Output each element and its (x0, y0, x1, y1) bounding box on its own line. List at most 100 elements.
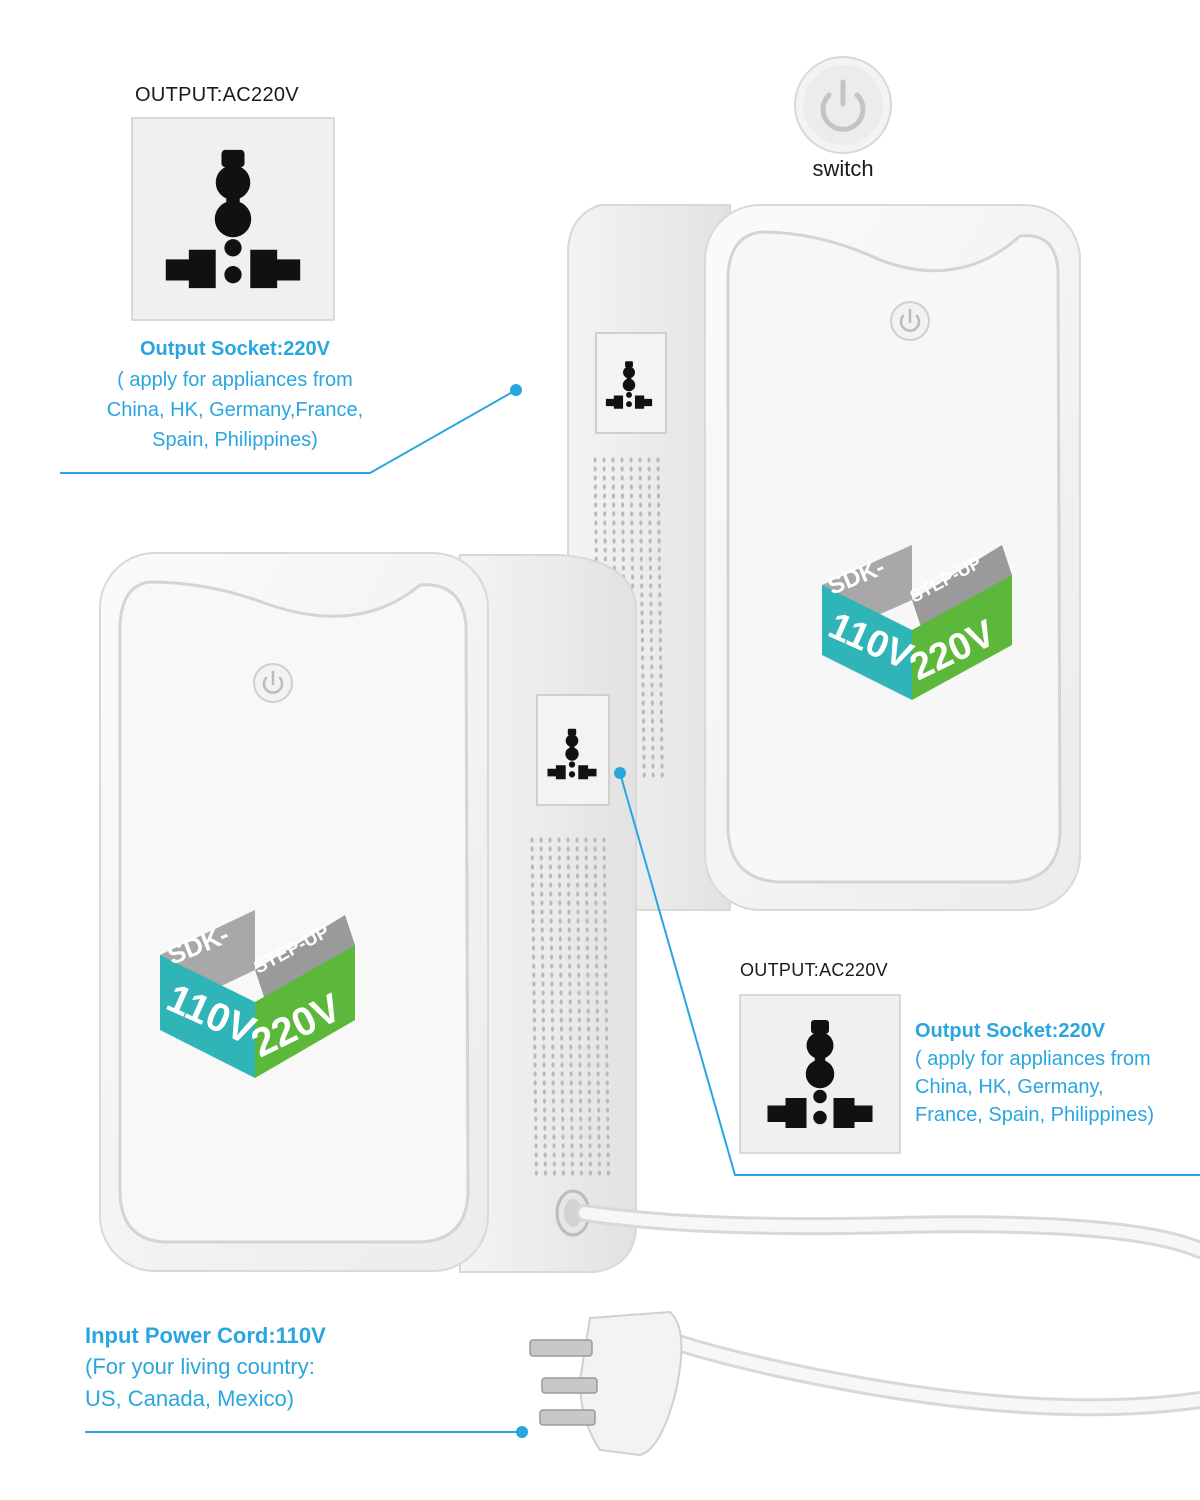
vent-hole (640, 583, 644, 589)
vent-hole (586, 990, 590, 996)
vent-hole (639, 538, 643, 544)
vent-hole (649, 610, 653, 616)
vent-hole (650, 664, 654, 670)
vent-hole (641, 700, 645, 706)
vent-hole (594, 909, 598, 915)
vent-hole (648, 556, 652, 562)
vent-hole (649, 637, 654, 643)
vent-hole (585, 936, 589, 942)
vent-hole (597, 1134, 601, 1140)
switch-icon (794, 56, 892, 154)
vent-hole (533, 1044, 537, 1050)
vent-hole (579, 1152, 583, 1158)
vent-hole (587, 1071, 591, 1077)
vent-hole (657, 565, 662, 571)
vent-hole (558, 945, 563, 951)
vent-hole (533, 1035, 537, 1041)
vent-hole (587, 1080, 591, 1086)
vent-hole (551, 1071, 555, 1077)
vent-hole (660, 772, 664, 778)
vent-hole (543, 1161, 547, 1167)
vent-hole (577, 999, 581, 1005)
vent-hole (648, 565, 653, 571)
front-power-button[interactable] (253, 663, 293, 703)
vent-hole (603, 900, 607, 906)
vent-hole (533, 1089, 537, 1095)
vent-hole (566, 855, 570, 861)
vent-hole (577, 990, 581, 996)
front-converter (99, 552, 637, 1273)
vent-hole (595, 1026, 600, 1032)
vent-hole (559, 990, 563, 996)
vent-hole (593, 846, 597, 852)
vent-hole (597, 1161, 601, 1167)
vent-hole (611, 484, 615, 490)
vent-hole (596, 1080, 600, 1086)
vent-hole (567, 945, 572, 951)
vent-hole (569, 1035, 573, 1041)
vent-hole (584, 837, 588, 843)
vent-hole (640, 646, 645, 652)
front-side-socket (536, 694, 610, 806)
vent-hole (595, 1017, 600, 1023)
vent-hole (650, 691, 654, 697)
vent-hole (567, 936, 571, 942)
vent-hole (658, 646, 663, 652)
vent-hole (648, 529, 652, 535)
vent-hole (606, 1170, 611, 1176)
vent-hole (612, 556, 616, 562)
vent-hole (593, 475, 597, 481)
vent-hole (586, 1008, 590, 1014)
vent-hole (594, 882, 598, 888)
vent-hole (659, 700, 663, 706)
vent-hole (560, 1044, 564, 1050)
vent-hole (641, 673, 645, 679)
vent-hole (639, 520, 643, 526)
vent-hole (531, 891, 535, 897)
vent-hole (560, 1098, 565, 1104)
vent-hole (568, 1026, 573, 1032)
vent-hole (531, 918, 535, 924)
vent-hole (533, 1062, 537, 1068)
vent-hole (659, 655, 663, 661)
vent-hole (649, 628, 653, 634)
vent-hole (650, 682, 654, 688)
vent-hole (603, 891, 607, 897)
vent-hole (551, 1080, 555, 1086)
vent-hole (588, 1152, 592, 1158)
vent-hole (595, 1008, 599, 1014)
vent-hole (549, 954, 554, 960)
vent-hole (612, 511, 616, 517)
vent-hole (570, 1107, 574, 1113)
vent-hole (586, 1017, 591, 1023)
vent-hole (603, 954, 608, 960)
vent-hole (576, 927, 580, 933)
vent-hole (570, 1161, 574, 1167)
vent-hole (593, 493, 598, 499)
vent-hole (548, 864, 552, 870)
cord-port (555, 1189, 591, 1237)
vent-hole (558, 900, 562, 906)
vent-hole (575, 873, 580, 879)
vent-hole (603, 909, 607, 915)
vent-hole (602, 864, 606, 870)
vent-hole (594, 900, 598, 906)
vent-hole (560, 1035, 564, 1041)
vent-hole (550, 981, 554, 987)
vent-hole (639, 574, 644, 580)
vent-hole (549, 891, 553, 897)
vent-hole (605, 1062, 609, 1068)
vent-hole (594, 547, 598, 553)
vent-hole (660, 727, 664, 733)
vent-hole (621, 547, 625, 553)
vent-hole (642, 736, 646, 742)
vent-hole (567, 909, 571, 915)
back-power-button[interactable] (890, 301, 930, 341)
vent-hole (596, 1035, 600, 1041)
vent-hole (639, 556, 643, 562)
vent-hole (605, 1044, 609, 1050)
vent-hole (641, 718, 646, 724)
vent-hole (602, 493, 607, 499)
vent-hole (543, 1134, 547, 1140)
vent-hole (605, 1080, 609, 1086)
